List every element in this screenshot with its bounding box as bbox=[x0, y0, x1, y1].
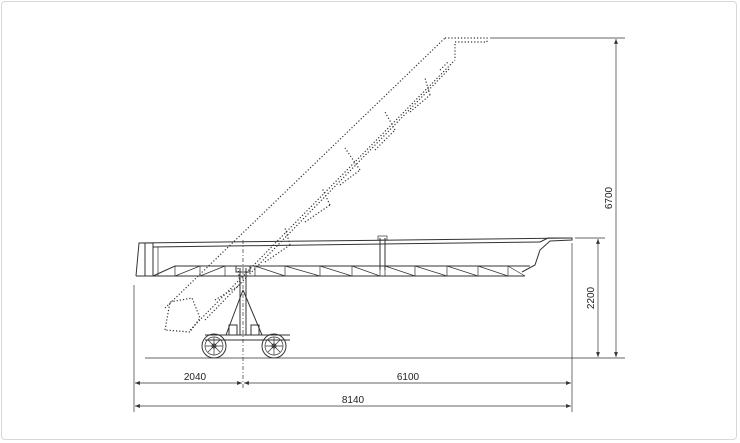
dim-total-length: 8140 bbox=[342, 395, 365, 406]
wheel-rear bbox=[201, 333, 227, 359]
support-stand bbox=[205, 265, 290, 341]
conveyor-horizontal bbox=[135, 235, 573, 277]
dim-deck-height: 2200 bbox=[586, 286, 597, 309]
dim-rear-length: 2040 bbox=[184, 372, 207, 383]
dim-total-height: 6700 bbox=[604, 186, 615, 209]
dim-front-length: 6100 bbox=[397, 372, 420, 383]
extension-lines bbox=[133, 37, 625, 412]
conveyor-inclined bbox=[164, 37, 488, 333]
wheel-front bbox=[261, 333, 287, 359]
